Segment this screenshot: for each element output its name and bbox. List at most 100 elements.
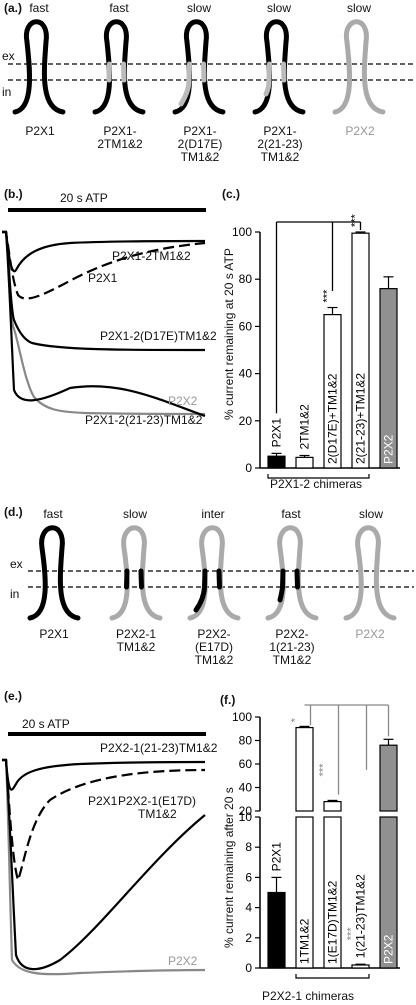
- construct-name: P2X1: [39, 627, 69, 641]
- f-tick-label: 60: [239, 757, 253, 771]
- construct-name: 2(21-23): [257, 137, 303, 151]
- bar: [379, 744, 398, 812]
- construct-name: P2X1-: [263, 124, 297, 138]
- speed-label: inter: [201, 507, 225, 521]
- f-tick-label: 80: [239, 734, 253, 748]
- speed-label: slow: [266, 1, 291, 15]
- construct-name: P2X1-: [183, 124, 217, 138]
- category-label: 1(E17D)TM1&2: [326, 880, 340, 964]
- category-label: 2(D17E)+TM1&2: [326, 373, 340, 464]
- trace-label: P2X2: [168, 954, 198, 968]
- category-label: 1(21-23)TM1&2: [354, 874, 368, 958]
- construct-name: P2X1-: [103, 124, 137, 138]
- speed-label: slow: [358, 507, 383, 521]
- significance-marker: ***: [346, 927, 358, 941]
- panel-e-label: (e.): [4, 689, 22, 703]
- c-tick-label: 0: [245, 461, 252, 475]
- speed-label: slow: [122, 507, 147, 521]
- panel-c-label: (c.): [222, 187, 240, 201]
- significance-marker: ***: [318, 763, 330, 777]
- construct-name: TM1&2: [194, 653, 234, 667]
- significance-marker: ***: [350, 213, 362, 227]
- c-tick-label: 20: [239, 414, 253, 428]
- construct-name: P2X2: [355, 627, 385, 641]
- category-label: P2X1: [270, 418, 284, 448]
- membrane-topology-a: [8, 19, 414, 115]
- f-tick-label: 2: [245, 931, 252, 945]
- bar: [379, 816, 398, 969]
- c-tick-label: 40: [239, 367, 253, 381]
- construct-name: (E17D): [194, 640, 233, 654]
- speed-label: slow: [346, 1, 371, 15]
- construct-name: 2TM1&2: [97, 137, 143, 151]
- panel-d-label: (d.): [4, 505, 23, 519]
- ex-label: ex: [10, 557, 23, 571]
- trace-label: P2X2-1(21-23)TM1&2: [100, 741, 218, 755]
- bar: [295, 726, 314, 812]
- trace-label: P2X1: [88, 794, 118, 808]
- f-tick-label: 0: [245, 961, 252, 975]
- construct-name: TM1&2: [272, 653, 312, 667]
- in-label: in: [10, 587, 20, 601]
- construct-name: P2X2-1: [115, 627, 157, 641]
- construct-name: P2X1: [25, 124, 55, 138]
- speed-label: fast: [109, 1, 129, 15]
- bar: [351, 964, 370, 969]
- speed-label: fast: [43, 507, 63, 521]
- construct-name: 2(D17E): [177, 137, 223, 151]
- trace-label: P2X1-2TM1&2: [112, 249, 191, 263]
- construct-name: 1(21-23): [269, 640, 315, 654]
- significance-marker: ***: [322, 289, 334, 303]
- category-label: 2(21-23)+TM1&2: [354, 373, 368, 464]
- trace-label: P2X1: [88, 271, 118, 285]
- in-label: in: [2, 85, 12, 99]
- group-bracket: [295, 974, 370, 979]
- bar: [267, 891, 286, 969]
- construct-name: TM1&2: [116, 640, 156, 654]
- bar: [323, 816, 342, 969]
- panel-f-label: (f.): [220, 693, 236, 707]
- trace-label: P2X2: [168, 394, 198, 408]
- c-group-label: P2X1-2 chimeras: [270, 477, 363, 491]
- f-group-label: P2X2-1 chimeras: [262, 989, 355, 1003]
- panel-a-label: (a.): [4, 1, 22, 15]
- category-label: P2X2: [382, 934, 396, 964]
- c-tick-label: 100: [232, 225, 252, 239]
- bar: [295, 816, 314, 969]
- construct-name: P2X2-: [275, 627, 309, 641]
- category-label: 1TM1&2: [298, 918, 312, 964]
- f-tick-label: 40: [239, 781, 253, 795]
- ex-label: ex: [2, 49, 15, 63]
- significance-marker: *: [290, 717, 302, 722]
- category-label: P2X1: [270, 842, 284, 872]
- speed-label: fast: [29, 1, 49, 15]
- speed-label: slow: [186, 1, 211, 15]
- f-tick-label: 6: [245, 870, 252, 884]
- trace-label: P2X2-1(E17D): [118, 794, 197, 808]
- trace-label: P2X1-2(D17E)TM1&2: [100, 329, 217, 343]
- speed-label: fast: [281, 507, 301, 521]
- construct-name: P2X2-: [197, 627, 231, 641]
- f-tick-label: 8: [245, 840, 252, 854]
- construct-name: TM1&2: [180, 150, 220, 164]
- c-tick-label: 60: [239, 319, 253, 333]
- f-tick-label: 4: [245, 901, 252, 915]
- stimulus-label: 20 s ATP: [22, 717, 70, 731]
- f-tick-label: 10: [239, 810, 253, 824]
- c-tick-label: 80: [239, 272, 253, 286]
- group-bracket: [267, 474, 370, 479]
- construct-name: P2X2: [345, 124, 375, 138]
- category-label: 2TM1&2: [298, 404, 312, 450]
- stimulus-label: 20 s ATP: [60, 191, 108, 205]
- category-label: P2X2: [382, 434, 396, 464]
- f-tick-label: 100: [232, 710, 252, 724]
- trace-label: P2X1-2(21-23)TM1&2: [85, 413, 203, 427]
- f-tick-label: 20: [239, 804, 253, 818]
- trace-label: TM1&2: [138, 807, 177, 821]
- construct-name: TM1&2: [260, 150, 300, 164]
